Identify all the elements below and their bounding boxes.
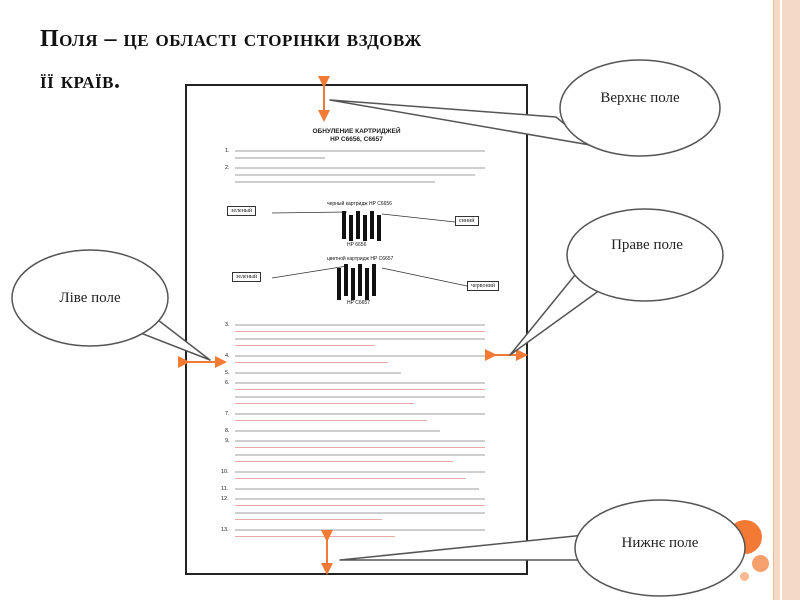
- list-item-number: 11.: [221, 486, 229, 492]
- decorative-stripe-line: [780, 0, 782, 600]
- list-item-number: 9.: [225, 438, 230, 444]
- text-line: [235, 420, 427, 421]
- cartridge-1-model: HP 6656: [347, 242, 367, 248]
- slide-title-line-2: її країв.: [40, 68, 121, 94]
- cartridge-2-label-right: червоний: [467, 281, 500, 291]
- decorative-circle-small: [740, 572, 749, 581]
- cartridge-2-title: цветной картридж HP C6657: [327, 256, 394, 262]
- text-line: [235, 382, 485, 384]
- text-line: [235, 454, 485, 456]
- text-line: [235, 471, 485, 473]
- text-line: [235, 372, 401, 374]
- callout-bottom-margin-label: Нижнє поле: [621, 535, 699, 551]
- text-line: [235, 430, 440, 432]
- decorative-circle-medium: [752, 555, 769, 572]
- cartridge-1-title: черный картридж HP C6656: [327, 201, 392, 207]
- text-line: [235, 536, 395, 537]
- text-line: [235, 413, 485, 415]
- list-item-number: 5.: [225, 370, 230, 376]
- text-line: [235, 512, 485, 514]
- list-item-number: 13.: [221, 527, 229, 533]
- document-subheading: HP C6656, C6657: [330, 136, 383, 143]
- list-item-number: 4.: [225, 353, 230, 359]
- text-line: [235, 447, 485, 448]
- cartridge-1-label-right: синий: [455, 216, 479, 226]
- list-item-number: 2.: [225, 165, 230, 171]
- list-item-number: 10.: [221, 469, 229, 475]
- text-line: [235, 461, 453, 462]
- list-item-number: 8.: [225, 428, 230, 434]
- list-item-number: 7.: [225, 411, 230, 417]
- cartridge-1-label-left: зеленый: [227, 206, 257, 216]
- document-heading: ОБНУЛЕНИЕ КАРТРИДЖЕЙ: [312, 128, 401, 135]
- text-line: [235, 519, 382, 520]
- cartridge-connector-lines: [271, 211, 468, 287]
- text-line: [235, 505, 485, 506]
- cartridge-2-label-left: зеленый: [232, 272, 262, 282]
- list-item-number: 6.: [225, 380, 230, 386]
- text-line: [235, 389, 485, 390]
- text-line: [235, 488, 479, 490]
- decorative-stripe: [773, 0, 800, 600]
- list-item-number: 3.: [225, 322, 230, 328]
- document-page: ОБНУЛЕНИЕ КАРТРИДЖЕЙ HP C6656, C6657 1. …: [185, 84, 528, 575]
- callout-left-margin-label: Ліве поле: [59, 290, 121, 306]
- slide-title-line-1: Поля – це області сторінки вздовж: [40, 26, 422, 52]
- text-line: [235, 440, 485, 442]
- callout-right-margin-label: Праве поле: [611, 237, 683, 253]
- text-line: [235, 498, 485, 500]
- text-line: [235, 396, 485, 398]
- text-line: [235, 345, 375, 346]
- text-line: [235, 338, 485, 340]
- cartridge-2-model: HP C6657: [347, 300, 370, 306]
- text-line: [235, 355, 485, 357]
- text-line: [235, 478, 466, 479]
- text-line: [235, 529, 485, 531]
- list-item-number: 12.: [221, 496, 229, 502]
- slide-title: Поля – це області сторінки вздовж її кра…: [40, 18, 740, 102]
- text-line: [235, 403, 414, 404]
- text-line: [235, 331, 485, 332]
- list-item-number: 1.: [225, 148, 230, 154]
- callout-top-margin-label: Верхнє поле: [600, 90, 680, 106]
- text-line: [235, 362, 388, 363]
- text-line: [235, 324, 485, 326]
